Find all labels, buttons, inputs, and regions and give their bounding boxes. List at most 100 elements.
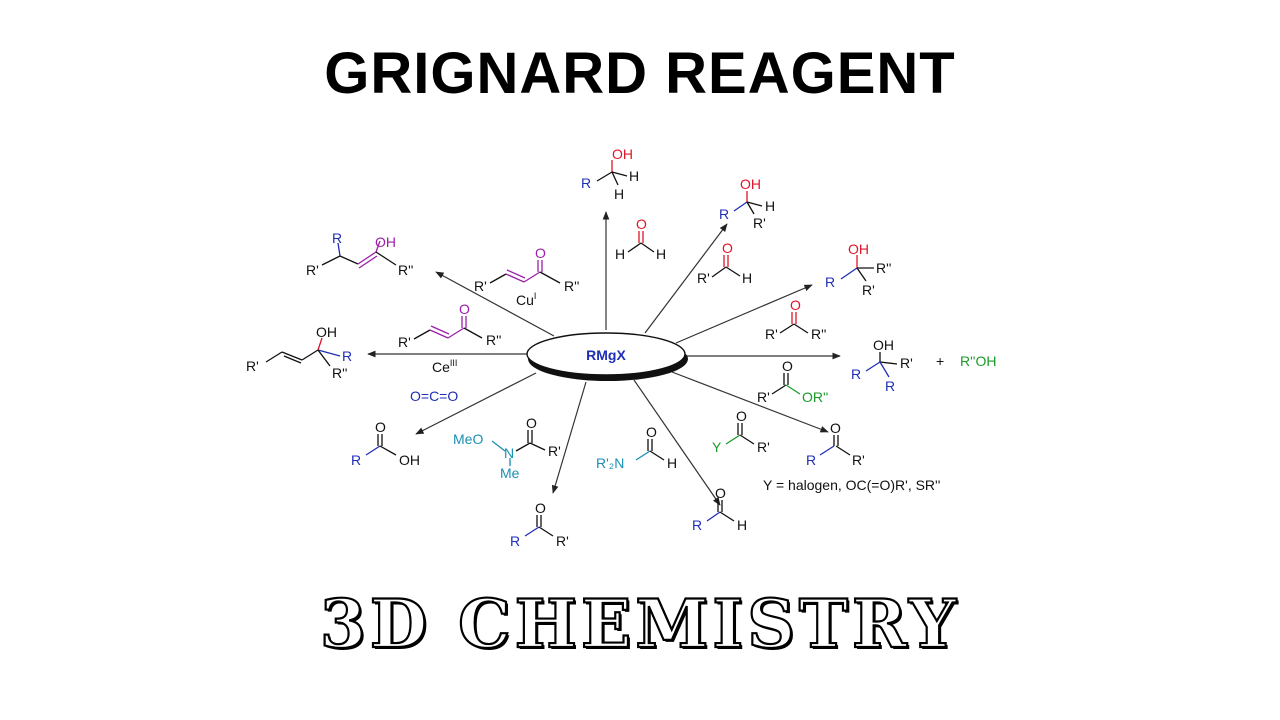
svg-text:R': R': [548, 443, 561, 459]
svg-text:R: R: [332, 230, 342, 246]
svg-text:R': R': [398, 334, 411, 350]
svg-text:O: O: [782, 358, 793, 374]
svg-text:R'': R'': [876, 260, 891, 276]
svg-text:R'': R'': [332, 365, 347, 381]
tertiary-alcohol-product: [840, 255, 874, 282]
co2-reagent: O=C=O: [410, 388, 458, 404]
arrow-to-conjugate-product: [435, 271, 555, 337]
svg-text:R'': R'': [398, 262, 413, 278]
enone-ce-reagent: [413, 316, 483, 340]
svg-text:R': R': [757, 389, 770, 405]
svg-text:H: H: [765, 198, 775, 214]
svg-text:R': R': [862, 282, 875, 298]
svg-text:H: H: [742, 270, 752, 286]
aldehyde-reagent: [711, 255, 741, 278]
svg-text:O: O: [375, 419, 386, 435]
svg-text:OR'': OR'': [802, 389, 828, 405]
svg-text:OH: OH: [316, 324, 337, 340]
svg-text:R': R': [556, 533, 569, 549]
arrow-to-acid: [415, 372, 537, 435]
svg-text:R: R: [851, 366, 861, 382]
ester-reagent: [771, 373, 801, 395]
svg-text:R: R: [351, 452, 361, 468]
svg-text:R': R': [852, 452, 865, 468]
svg-text:R: R: [342, 348, 352, 364]
arrow-to-ketone: [671, 371, 829, 433]
svg-text:R': R': [697, 270, 710, 286]
svg-text:O: O: [646, 424, 657, 440]
reaction-arrows: [367, 211, 841, 506]
page-title: GRIGNARD REAGENT: [324, 41, 956, 106]
conjugate-addition-product: [321, 240, 397, 269]
weinreb-ketone-product: [524, 515, 554, 537]
svg-text:R': R': [306, 262, 319, 278]
svg-text:OH: OH: [873, 337, 894, 353]
channel-subtitle: 3D CHEMISTRY: [319, 584, 960, 664]
svg-text:H: H: [737, 517, 747, 533]
acyl-reagent: [725, 423, 755, 445]
svg-text:H: H: [614, 186, 624, 202]
arrow-to-weinreb-ketone: [551, 381, 587, 494]
svg-text:O: O: [535, 500, 546, 516]
svg-text:R': R': [246, 358, 259, 374]
svg-text:MeO: MeO: [453, 431, 483, 447]
svg-text:H: H: [615, 246, 625, 262]
svg-text:O: O: [715, 485, 726, 501]
svg-text:OH: OH: [399, 452, 420, 468]
primary-alcohol-product: [596, 160, 628, 186]
formaldehyde-reagent: [627, 231, 655, 253]
svg-text:R: R: [885, 378, 895, 394]
svg-text:H: H: [629, 168, 639, 184]
ketone-product: [819, 435, 851, 456]
svg-text:O: O: [535, 245, 546, 261]
formamide-reagent: [635, 439, 665, 461]
carboxylic-acid-product: [365, 434, 397, 456]
svg-text:H: H: [656, 246, 666, 262]
svg-text:O: O: [790, 297, 801, 313]
svg-text:O: O: [459, 301, 470, 317]
y-definition-note: Y = halogen, OC(=O)R', SR'': [763, 477, 940, 493]
svg-text:O: O: [722, 240, 733, 256]
svg-text:R''OH: R''OH: [960, 353, 996, 369]
ester-addition-product: [865, 352, 898, 378]
svg-text:R: R: [825, 274, 835, 290]
svg-text:R: R: [692, 517, 702, 533]
svg-text:O: O: [736, 408, 747, 424]
arrow-to-tertiary-alcohol: [675, 284, 813, 344]
svg-text:R'': R'': [811, 326, 826, 342]
svg-text:Y: Y: [712, 439, 722, 455]
allylic-alcohol-product: [265, 337, 341, 367]
aldehyde-product: [706, 500, 735, 522]
svg-text:R': R': [753, 215, 766, 231]
secondary-alcohol-product: [733, 191, 763, 215]
arrow-to-aldehyde: [633, 379, 721, 506]
svg-text:R'₂N: R'₂N: [596, 455, 624, 471]
svg-text:N: N: [504, 445, 514, 461]
weinreb-amide-reagent: [491, 430, 546, 466]
rmgx-label: RMgX: [586, 347, 626, 363]
svg-text:H: H: [667, 455, 677, 471]
svg-text:R: R: [510, 533, 520, 549]
svg-text:Me: Me: [500, 465, 520, 481]
svg-text:R: R: [806, 452, 816, 468]
svg-text:O: O: [830, 420, 841, 436]
svg-text:CeIII: CeIII: [432, 358, 457, 375]
svg-text:R: R: [719, 206, 729, 222]
svg-text:OH: OH: [740, 176, 761, 192]
svg-text:O: O: [636, 216, 647, 232]
arrow-to-secondary-alcohol: [644, 223, 728, 334]
ketone-reagent: [779, 312, 809, 334]
svg-text:R'': R'': [486, 332, 501, 348]
svg-text:OH: OH: [375, 234, 396, 250]
svg-text:R': R': [474, 278, 487, 294]
svg-text:R: R: [581, 175, 591, 191]
rmgx-center: RMgX: [526, 332, 688, 381]
svg-text:CuI: CuI: [516, 291, 536, 308]
svg-text:OH: OH: [848, 241, 869, 257]
svg-text:+: +: [936, 353, 944, 369]
svg-text:R'': R'': [564, 278, 579, 294]
svg-text:O: O: [526, 415, 537, 431]
svg-text:R': R': [900, 355, 913, 371]
svg-text:R': R': [765, 326, 778, 342]
